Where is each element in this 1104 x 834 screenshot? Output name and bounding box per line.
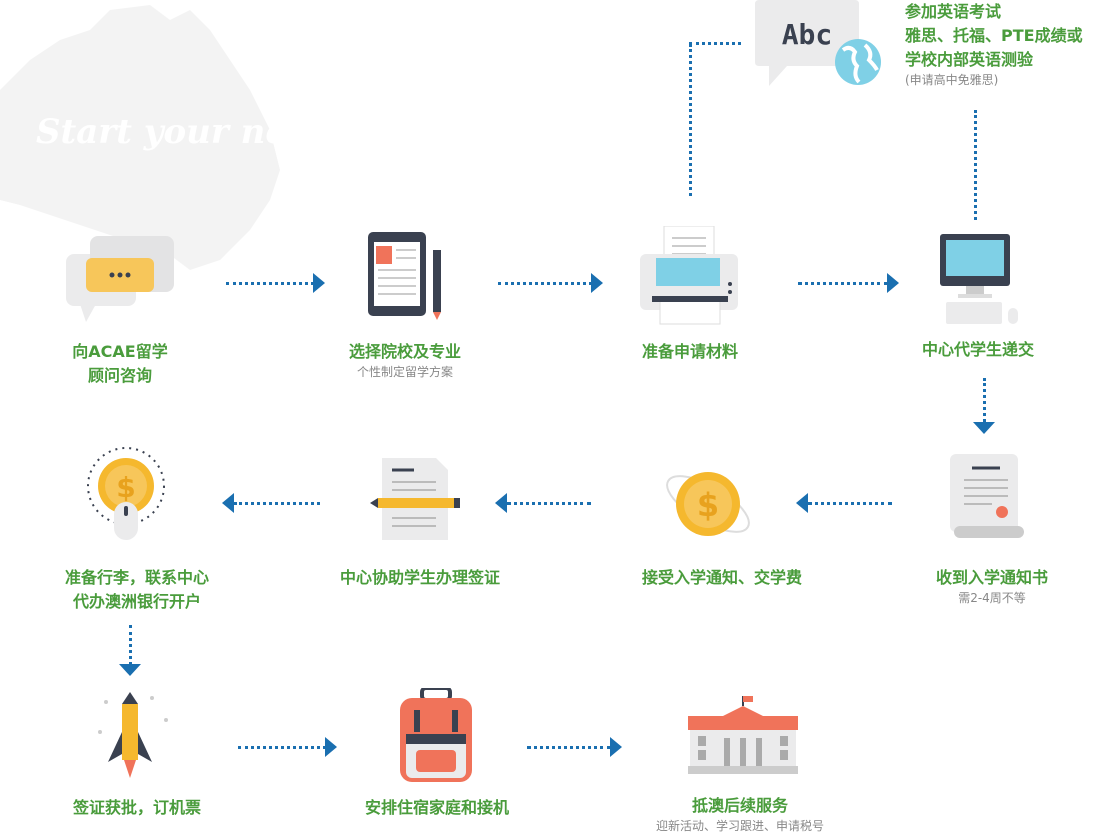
connector-line — [689, 44, 692, 196]
arrow-head-right — [610, 737, 622, 757]
english-test-line: 雅思、托福、PTE成绩或 — [905, 26, 1083, 45]
step-title: 中心协助学生办理签证 — [339, 568, 501, 587]
dollar-bulb-icon: $ — [87, 447, 165, 540]
step-4-label: 中心代学生递交 — [922, 338, 1034, 362]
step-subtitle: 迎新活动、学习跟进、申请税号 — [655, 819, 825, 833]
arrow-left — [234, 502, 320, 505]
arrow-head-right — [325, 737, 337, 757]
english-test-note: (申请高中免雅思) — [905, 73, 999, 87]
arrow-head-left — [495, 493, 507, 513]
step-title: 准备行李，联系中心 — [64, 568, 210, 587]
connector-line — [974, 110, 977, 220]
step-11-label: 抵澳后续服务迎新活动、学习跟进、申请税号 — [656, 794, 824, 834]
arrow-head-left — [796, 493, 808, 513]
step-title: 安排住宿家庭和接机 — [364, 798, 510, 817]
arrow-right — [798, 282, 888, 285]
step-7-label: 中心协助学生办理签证 — [340, 566, 500, 590]
step-title: 选择院校及专业 — [348, 342, 462, 361]
computer-icon — [940, 234, 1018, 324]
step-title: 接受入学通知、交学费 — [641, 568, 803, 587]
step-9-label: 签证获批，订机票 — [73, 796, 201, 820]
step-title: 顾问咨询 — [87, 366, 153, 385]
australia-map-background — [0, 5, 280, 270]
step-3-label: 准备申请材料 — [642, 340, 738, 364]
rocket-pencil-icon — [98, 692, 168, 778]
tablet-pencil-icon — [368, 232, 441, 320]
svg-text:$: $ — [116, 471, 135, 504]
step-title: 向ACAE留学 — [72, 342, 168, 361]
step-title: 签证获批，订机票 — [72, 798, 202, 817]
slogan: Start your new life... — [36, 112, 426, 152]
arrow-down — [983, 378, 986, 422]
step-10-label: 安排住宿家庭和接机 — [365, 796, 509, 820]
arrow-head-down — [973, 422, 995, 434]
arrow-right — [238, 746, 326, 749]
step-title: 收到入学通知书 — [935, 568, 1049, 587]
english-test-line: 学校内部英语测验 — [905, 50, 1034, 69]
abc-speech-bubble-icon: Abc — [755, 0, 881, 86]
english-test-text: 参加英语考试 雅思、托福、PTE成绩或 学校内部英语测验 (申请高中免雅思) — [905, 0, 1083, 88]
arrow-head-right — [591, 273, 603, 293]
university-building-icon — [688, 696, 798, 774]
connector-line — [689, 42, 741, 45]
step-title: 中心代学生递交 — [921, 340, 1035, 359]
arrow-right — [226, 282, 314, 285]
step-title: 准备申请材料 — [641, 342, 739, 361]
step-1-label: 向ACAE留学顾问咨询 — [72, 340, 167, 388]
english-test-line: 参加英语考试 — [905, 2, 1002, 21]
certificate-icon — [950, 454, 1024, 538]
abc-text: Abc — [782, 18, 833, 51]
arrow-right — [498, 282, 592, 285]
step-title: 抵澳后续服务 — [691, 796, 789, 815]
step-6-label: 接受入学通知、交学费 — [642, 566, 802, 590]
dollar-coin-icon: $ — [666, 472, 750, 536]
step-subtitle: 需2-4周不等 — [958, 591, 1026, 605]
chat-bubble-icon — [66, 236, 174, 322]
document-pencil-icon — [370, 458, 460, 540]
arrow-left — [808, 502, 892, 505]
arrow-left — [507, 502, 591, 505]
step-2-label: 选择院校及专业个性制定留学方案 — [349, 340, 461, 380]
arrow-down — [129, 625, 132, 665]
svg-text:$: $ — [697, 486, 719, 524]
arrow-right — [527, 746, 611, 749]
step-5-label: 收到入学通知书需2-4周不等 — [936, 566, 1048, 606]
backpack-icon — [400, 688, 472, 782]
step-subtitle: 个性制定留学方案 — [356, 365, 454, 379]
arrow-head-right — [887, 273, 899, 293]
step-title: 代办澳洲银行开户 — [72, 592, 202, 611]
printer-icon — [640, 226, 738, 325]
step-8-label: 准备行李，联系中心代办澳洲银行开户 — [65, 566, 209, 614]
arrow-head-right — [313, 273, 325, 293]
arrow-head-down — [119, 664, 141, 676]
arrow-head-left — [222, 493, 234, 513]
